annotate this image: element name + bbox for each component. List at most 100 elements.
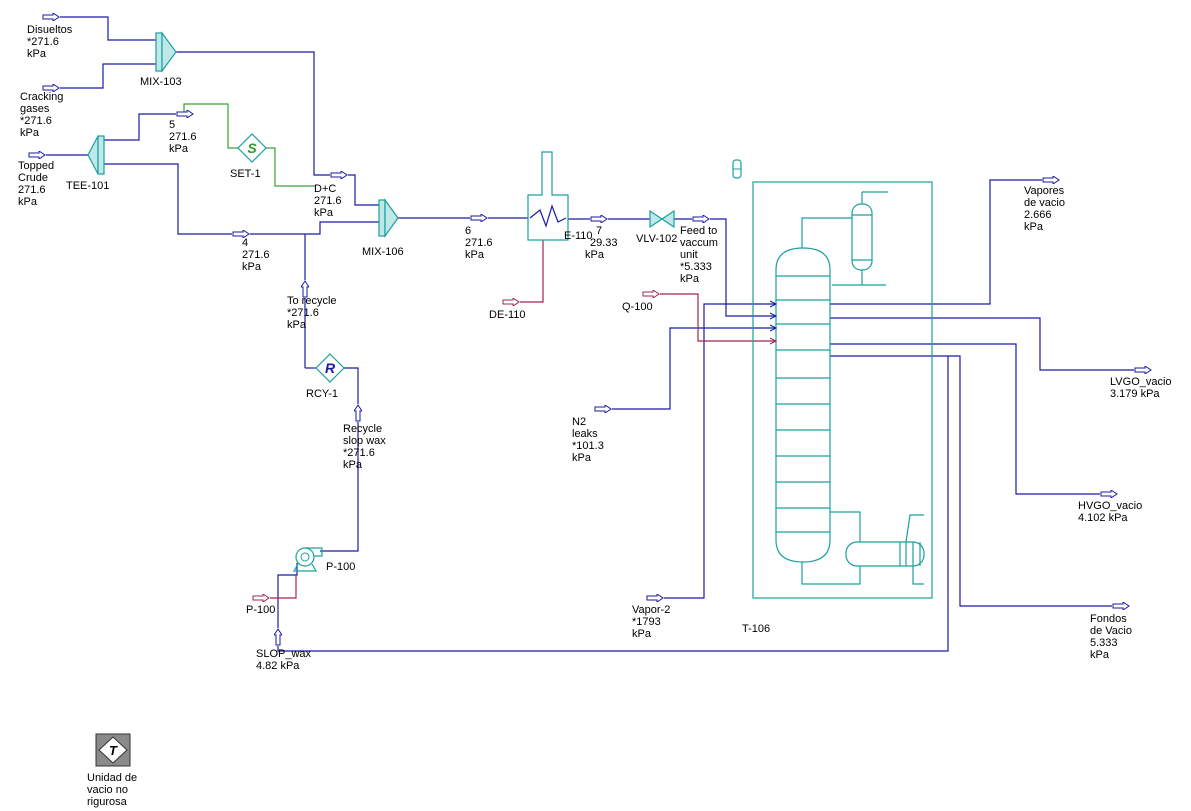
s6-arrow	[470, 214, 488, 222]
note-line-1: Unidad de	[87, 772, 137, 784]
material-stream-lines	[46, 16, 1134, 652]
dc-name: D+C	[314, 183, 336, 195]
s4-pressure: 271.6	[242, 249, 270, 261]
disueltos-unit: kPa	[27, 48, 47, 60]
s4-name: 4	[242, 237, 248, 249]
s6-pressure: 271.6	[465, 237, 493, 249]
de110-arrow	[502, 298, 520, 306]
lvgo-name: LVGO_vacio	[1110, 376, 1172, 388]
note-symbol: T	[109, 743, 118, 758]
vapor2-pressure: *1793	[632, 616, 661, 628]
slop-arrow	[274, 628, 282, 646]
disueltos-name: Disueltos	[27, 24, 73, 36]
vapor2-arrow	[646, 594, 664, 602]
unit-labels: MIX-103 TEE-101 SET-1 MIX-106 E-110 VLV-…	[66, 76, 770, 808]
s7-name: 7	[596, 225, 602, 237]
feed-pressure: *5.333	[680, 261, 712, 273]
fondos-arrow	[1112, 602, 1130, 610]
s5-unit: kPa	[169, 143, 189, 155]
hvgo-name: HVGO_vacio	[1078, 500, 1142, 512]
feed-name-1: Feed to	[680, 225, 717, 237]
recycle-rcy-1[interactable]: R	[315, 353, 345, 383]
column-t-106[interactable]	[752, 181, 933, 599]
note-line-2: vacio no	[87, 784, 128, 796]
pump-p-100[interactable]	[292, 547, 323, 572]
feed-name-2: vaccum	[680, 237, 718, 249]
n2-name-2: leaks	[572, 428, 598, 440]
topped-unit: kPa	[18, 196, 38, 208]
torecycle-name: To recycle	[287, 295, 337, 307]
feed-arrow	[692, 215, 710, 223]
vapor2-unit: kPa	[632, 628, 652, 640]
topped-arrow	[28, 151, 46, 159]
energy-stream-lines	[270, 240, 776, 599]
n2-unit: kPa	[572, 452, 592, 464]
s5-pressure: 271.6	[169, 131, 197, 143]
heater-e-110[interactable]	[527, 151, 569, 241]
set-1-label: SET-1	[230, 168, 261, 180]
mixer-mix-106[interactable]	[378, 198, 399, 238]
s7-unit: kPa	[585, 249, 605, 261]
s6-name: 6	[465, 225, 471, 237]
fondos-name-1: Fondos	[1090, 613, 1127, 625]
s6-unit: kPa	[465, 249, 485, 261]
stream-arrows	[28, 13, 1152, 646]
recycle-unit: kPa	[343, 459, 363, 471]
stream-labels: Disueltos *271.6 kPa Cracking gases *271…	[18, 24, 1172, 672]
cracking-unit: kPa	[20, 127, 40, 139]
lvgo-arrow	[1134, 366, 1152, 374]
rcy-1-label: RCY-1	[306, 388, 338, 400]
disueltos-pressure: *271.6	[27, 36, 59, 48]
torecycle-pressure: *271.6	[287, 307, 319, 319]
s5-arrow	[176, 110, 194, 118]
valve-vlv-102[interactable]	[649, 209, 675, 229]
fondos-pressure: 5.333	[1090, 637, 1118, 649]
recycle-pressure: *271.6	[343, 447, 375, 459]
e-110-label: E-110	[564, 230, 593, 242]
de-110-label: DE-110	[489, 309, 525, 321]
topped-pressure: 271.6	[18, 184, 46, 196]
fondos-unit: kPa	[1090, 649, 1110, 661]
slop-name: SLOP_wax	[256, 648, 312, 660]
vapor2-name: Vapor-2	[632, 604, 670, 616]
mix-106-label: MIX-106	[362, 246, 404, 258]
mixer-mix-103[interactable]	[155, 31, 177, 73]
cracking-pressure: *271.6	[20, 115, 52, 127]
topped-name-1: Topped	[18, 160, 54, 172]
lvgo-pressure: 3.179 kPa	[1110, 388, 1160, 400]
p-100-energy-label: P-100	[246, 604, 275, 616]
recycle-name-2: slop wax	[343, 435, 386, 447]
set-set-1[interactable]: S	[237, 133, 267, 163]
disueltos-arrow	[42, 13, 60, 21]
indicator-icon	[732, 159, 742, 179]
dc-unit: kPa	[314, 207, 334, 219]
dc-pressure: 271.6	[314, 195, 342, 207]
hvgo-arrow	[1100, 490, 1118, 498]
vapores-arrow	[1042, 176, 1060, 184]
n2-name-1: N2	[572, 416, 586, 428]
feed-name-3: unit	[680, 249, 698, 261]
p100-energy-arrow	[252, 594, 270, 602]
torecycle-unit: kPa	[287, 319, 307, 331]
s5-name: 5	[169, 119, 175, 131]
vlv-102-label: VLV-102	[636, 233, 677, 245]
t-106-label: T-106	[742, 623, 770, 635]
vapores-unit: kPa	[1024, 221, 1044, 233]
vapores-name-2: de vacio	[1024, 197, 1065, 209]
tee-101-label: TEE-101	[66, 180, 109, 192]
fondos-name-2: de Vacio	[1090, 625, 1132, 637]
vapores-name-1: Vapores	[1024, 185, 1065, 197]
hvgo-pressure: 4.102 kPa	[1078, 512, 1128, 524]
n2-arrow	[594, 405, 612, 413]
recycle-name-1: Recycle	[343, 423, 382, 435]
recycle-arrow	[354, 404, 362, 422]
note-unidad-de-vacio[interactable]: T	[95, 733, 131, 767]
p-100-pump-label: P-100	[326, 561, 355, 573]
s4-unit: kPa	[242, 261, 262, 273]
mix-103-label: MIX-103	[140, 76, 182, 88]
set-1-symbol: S	[247, 140, 257, 156]
s7-arrow	[590, 215, 608, 223]
cracking-name-2: gases	[20, 103, 50, 115]
tee-tee-101[interactable]	[87, 135, 105, 175]
cracking-name-1: Cracking	[20, 91, 63, 103]
